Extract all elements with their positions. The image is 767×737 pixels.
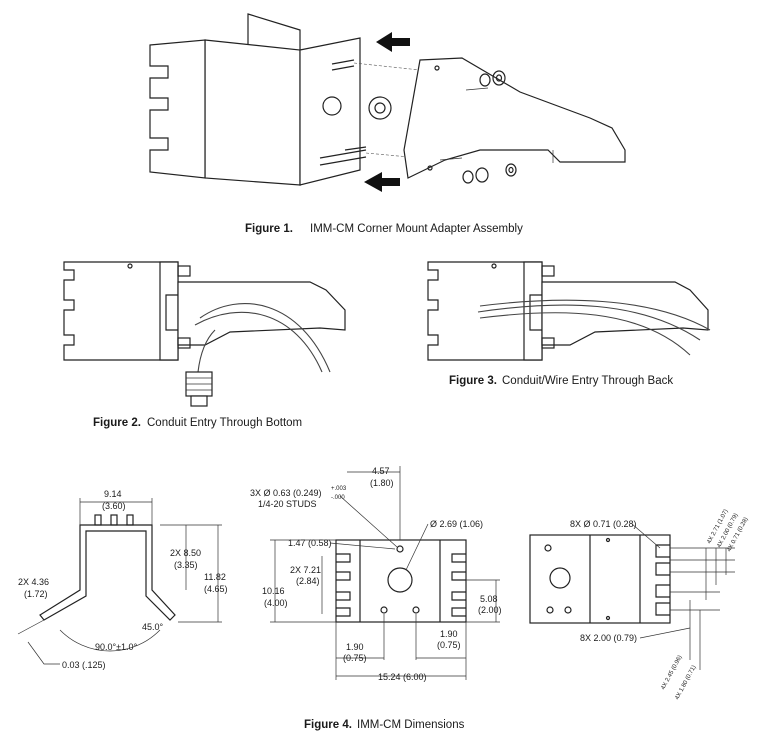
dim-slot-span-in: (2.84) <box>296 576 320 586</box>
conduit-hole <box>387 567 413 593</box>
wall-mount-arm <box>403 57 626 179</box>
dim-mid-height: 5.08 <box>480 594 498 604</box>
figure1-label: Figure 1. <box>245 223 293 235</box>
figure3-label: Figure 3. <box>449 375 497 387</box>
arrow-icon <box>376 32 410 52</box>
dim-d5: 4X 1.80 (0.71) <box>674 665 697 701</box>
dim-thickness: 0.03 (.125) <box>62 660 106 670</box>
stud-group-top <box>331 59 421 71</box>
figure2-drawing <box>63 261 346 407</box>
figure1-drawing <box>149 13 626 192</box>
dim-upper-offset: 1.47 (0.58) <box>288 538 332 548</box>
dim-height-in: (4.00) <box>264 598 288 608</box>
dim-top-width: 9.14 <box>104 489 122 499</box>
dim-tol-plus: +.003 <box>331 486 347 492</box>
dim-slot-pitch: 8X 2.00 (0.79) <box>580 633 637 643</box>
dim-total-height: 11.82 <box>204 572 226 582</box>
figure4-caption: IMM-CM Dimensions <box>357 719 465 731</box>
figure3-caption: Conduit/Wire Entry Through Back <box>502 375 673 387</box>
washer-set-bottom <box>439 157 517 184</box>
dim-studs-spec: 1/4-20 STUDS <box>258 499 317 509</box>
dim-width: 15.24 (6.00) <box>378 672 427 682</box>
dim-left-margin: 1.90 <box>346 642 364 652</box>
dim-total-height-in: (4.65) <box>204 584 228 594</box>
figure4-right-view: 8X Ø 0.71 (0.28) 4X 2.71 (1.07) 4X 2.00 … <box>529 509 750 701</box>
dim-left-margin-in: (0.75) <box>343 653 367 663</box>
dim-side-height-in: (3.35) <box>174 560 198 570</box>
dim-slot-span: 2X 7.21 <box>290 565 321 575</box>
dim-flange: 2X 4.36 <box>18 577 49 587</box>
dim-right-margin-in: (0.75) <box>437 640 461 650</box>
dim-height: 10.16 <box>262 586 285 596</box>
dim-tol-minus: -.000 <box>331 495 345 501</box>
dim-slots: 8X Ø 0.71 (0.28) <box>570 519 637 529</box>
dim-top-offset: 4.57 <box>372 466 390 476</box>
figure4-left-view: 9.14 (3.60) 2X 8.50 (3.35) 11.82 (4.65) … <box>17 489 228 670</box>
figure3-drawing <box>427 261 711 361</box>
dim-right-margin: 1.90 <box>440 629 458 639</box>
dim-top-width-in: (3.60) <box>102 501 126 511</box>
figure4-label: Figure 4. <box>304 719 352 731</box>
dim-studs: 3X Ø 0.63 (0.249) <box>250 488 322 498</box>
dim-angle-90: 90.0°±1.0° <box>95 642 138 652</box>
dim-hole: Ø 2.69 (1.06) <box>430 519 483 529</box>
figure4-center-view: 4.57 (1.80) 3X Ø 0.63 (0.249) +.003 -.00… <box>250 466 502 682</box>
conduit-fitting <box>185 371 213 407</box>
figure2-caption: Conduit Entry Through Bottom <box>147 417 302 429</box>
figure2-label: Figure 2. <box>93 417 141 429</box>
figure1-caption: IMM-CM Corner Mount Adapter Assembly <box>310 223 523 235</box>
stud-group-bottom <box>319 146 421 166</box>
arrow-icon <box>364 172 400 192</box>
dim-mid-height-in: (2.00) <box>478 605 502 615</box>
dim-angle-45: 45.0° <box>142 622 164 632</box>
washer-set-top <box>465 70 506 91</box>
dim-side-height: 2X 8.50 <box>170 548 201 558</box>
dim-flange-in: (1.72) <box>24 589 48 599</box>
dim-top-offset-in: (1.80) <box>370 478 394 488</box>
knockout-hole <box>322 96 342 116</box>
